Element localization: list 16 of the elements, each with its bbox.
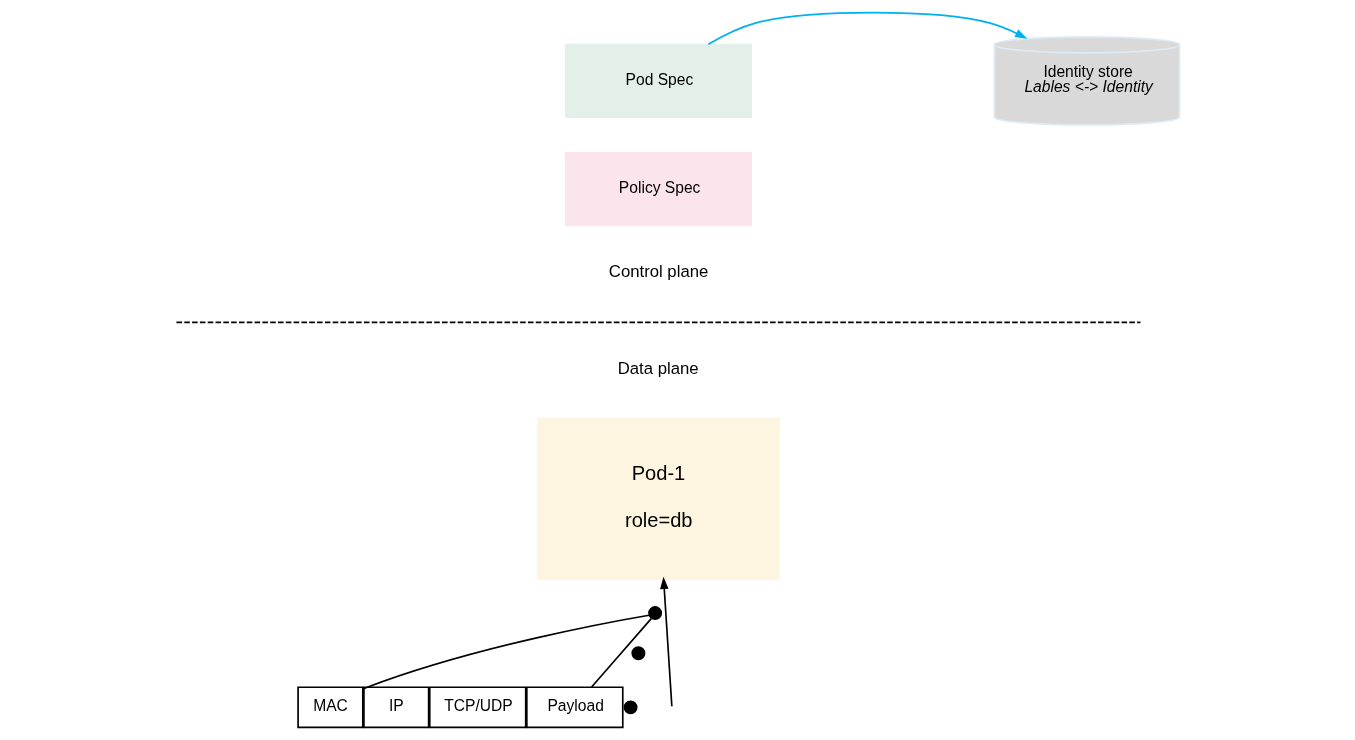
node-box: MAC (296, 686, 364, 729)
node-box: IP (362, 686, 429, 729)
connector (590, 617, 652, 688)
label: Data plane (617, 359, 699, 379)
node-box: Pod-1 role=db (536, 417, 780, 580)
node-circle (630, 646, 645, 661)
node-circle (647, 606, 662, 621)
node-box: Payload (525, 686, 624, 729)
arrow (707, 11, 1027, 46)
node-box: TCP/UDP (428, 686, 527, 729)
label: Control plane (608, 262, 708, 282)
node-box: Pod Spec (564, 43, 752, 118)
arrow (659, 576, 673, 708)
connector (361, 614, 650, 690)
node-circle (623, 700, 638, 715)
node-box: Policy Spec (564, 152, 752, 227)
